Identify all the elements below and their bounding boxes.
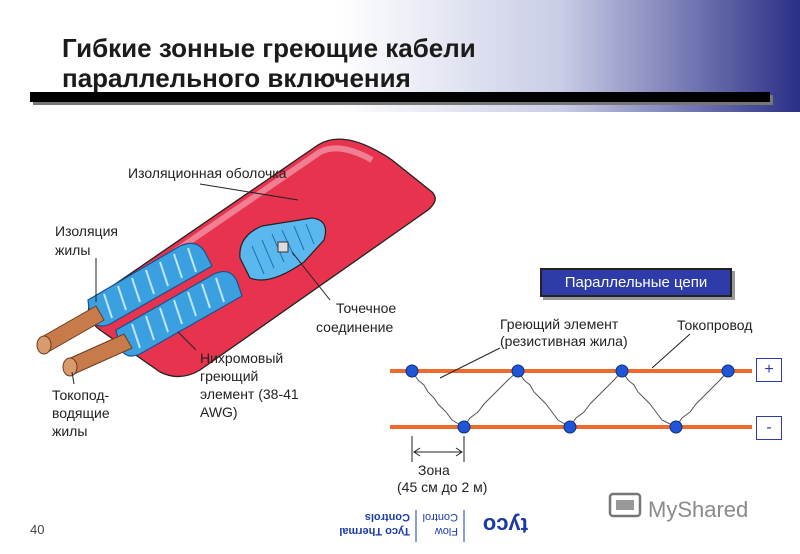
nichrome-wraps <box>103 247 225 349</box>
label-zone-line1: Зона <box>418 462 450 478</box>
label-junction-line1: Точечное <box>336 300 397 316</box>
node-top-2 <box>511 364 525 378</box>
connection-nodes <box>405 364 735 434</box>
conductor-end-lower <box>62 357 78 377</box>
minus-terminal: - <box>756 416 782 440</box>
myshared-icon <box>608 492 642 518</box>
title-underline-bar <box>30 92 770 102</box>
svg-text:Controls: Controls <box>365 511 410 523</box>
title-line-1: Гибкие зонные греющие кабели <box>62 33 476 63</box>
svg-text:tyco: tyco <box>483 513 528 538</box>
heating-element-zigzags <box>411 370 729 428</box>
label-core-insulation-line1: Изоляция <box>55 223 118 239</box>
cutout-junction-point <box>277 241 289 253</box>
title-line-2: параллельного включения <box>62 63 411 93</box>
label-zone-line2: (45 см до 2 м) <box>397 479 488 495</box>
label-conductors-line3: жилы <box>52 423 88 439</box>
myshared-logo: MyShared <box>608 492 748 522</box>
label-core-insulation-line2: жилы <box>55 242 91 258</box>
leader-lines <box>71 183 331 385</box>
svg-text:Control: Control <box>423 511 458 523</box>
node-bottom-2 <box>563 420 577 434</box>
page-number: 40 <box>30 522 45 537</box>
svg-text:MyShared: MyShared <box>648 497 748 522</box>
parallel-circuits-badge: Параллельные цепи <box>540 268 732 297</box>
node-bottom-3 <box>669 420 683 434</box>
parallel-circuit-schematic <box>390 333 752 462</box>
conductor-end-upper <box>36 335 52 355</box>
label-nichrome-line4: AWG) <box>200 404 238 420</box>
zone-dimension <box>411 436 465 462</box>
plus-terminal: + <box>756 358 782 382</box>
svg-text:Flow: Flow <box>435 525 458 537</box>
label-conductors-line2: водящие <box>52 405 110 421</box>
label-bus-wire: Токопровод <box>677 317 753 333</box>
node-bottom-1 <box>457 420 471 434</box>
node-top-3 <box>615 364 629 378</box>
label-nichrome-line1: Нихромовый <box>200 350 284 366</box>
tyco-logo: tyco Flow Control Tyco Thermal Controls <box>339 510 528 542</box>
cable-illustration <box>36 138 436 385</box>
label-nichrome-line2: греющий <box>200 368 259 384</box>
label-insulation-sheath: Изоляционная оболочка <box>128 165 287 181</box>
label-heating-element-line1: Греющий элемент <box>500 316 619 332</box>
label-heating-element-line2: (резистивная жила) <box>500 333 628 349</box>
node-top-1 <box>405 364 419 378</box>
label-nichrome-line3: элемент (38-41 <box>200 386 299 402</box>
label-junction-line2: соединение <box>316 319 394 335</box>
svg-text:Tyco Thermal: Tyco Thermal <box>339 525 410 537</box>
node-top-4 <box>721 364 735 378</box>
label-conductors-line1: Токопод- <box>52 387 110 403</box>
sheath-top-highlight <box>108 145 374 299</box>
page-title: Гибкие зонные греющие кабели параллельно… <box>62 33 476 93</box>
circuit-leader-lines <box>439 333 691 379</box>
